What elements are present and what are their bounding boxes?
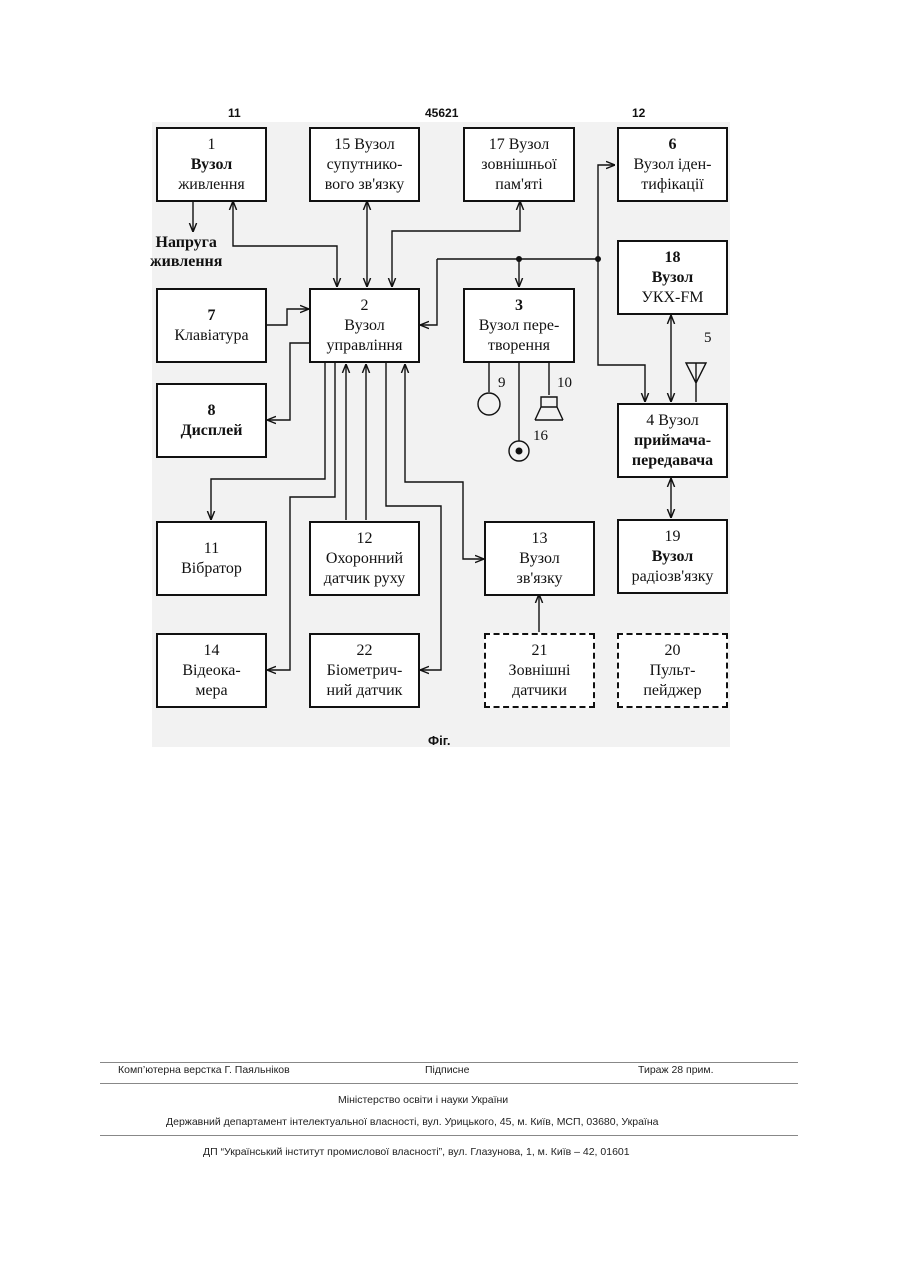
footer-rule	[100, 1062, 798, 1063]
block-remote-pager: 20Пульт-пейджер	[617, 633, 728, 708]
block-display: 8Дисплей	[156, 383, 267, 458]
block-radio-link: 19Вузолрадіозв'язку	[617, 519, 728, 594]
bus-to-6	[598, 165, 615, 259]
footer-rule	[100, 1083, 798, 1084]
department-line: Державний департамент інтелектуальної вл…	[166, 1116, 658, 1128]
microphone-center	[516, 448, 523, 455]
block-video-camera: 14Відеока-мера	[156, 633, 267, 708]
link-1-2	[233, 201, 337, 287]
block-communication: 13Вузолзв'язку	[484, 521, 595, 596]
earphone-label: 9	[498, 375, 506, 392]
ministry-line: Міністерство освіти і науки України	[338, 1094, 508, 1106]
block-satellite-link: 15 Вузолсупутнико-вого зв'язку	[309, 127, 420, 202]
antenna-label: 5	[704, 330, 712, 347]
block-converter: 3Вузол пере-творення	[463, 288, 575, 363]
bus-junction-dot	[595, 256, 601, 262]
connection-lines	[0, 0, 900, 800]
link-2-8	[267, 343, 309, 420]
link-7-2	[267, 309, 309, 325]
block-external-memory: 17 Вузолзовнішньоїпам'яті	[463, 127, 575, 202]
bus-junction-dot	[516, 256, 522, 262]
block-control-unit: 2Вузолуправління	[309, 288, 420, 363]
earphone-icon	[478, 393, 500, 415]
block-vibrator: 11Вібратор	[156, 521, 267, 596]
block-keyboard: 7Клавіатура	[156, 288, 267, 363]
speaker-icon	[535, 397, 563, 420]
link-2-22	[386, 362, 441, 670]
link-17-2	[392, 201, 520, 287]
block-motion-sensor: 12Охороннийдатчик руху	[309, 521, 420, 596]
figure-caption: Фіг.	[428, 733, 450, 748]
layout-credit: Комп’ютерна верстка Г. Паяльніков	[118, 1064, 290, 1076]
supply-voltage-label: Напругаживлення	[150, 233, 222, 271]
signed-label: Підписне	[425, 1064, 469, 1076]
institute-line: ДП “Український інститут промислової вла…	[203, 1146, 630, 1158]
bus-to-2	[420, 259, 437, 325]
block-external-sensors: 21Зовнішнідатчики	[484, 633, 595, 708]
block-transceiver: 4 Вузолприймача-передавача	[617, 403, 728, 478]
block-vhf-fm: 18ВузолУКХ-FM	[617, 240, 728, 315]
block-identification: 6Вузол іден-тифікації	[617, 127, 728, 202]
block-biometric-sensor: 22Біометрич-ний датчик	[309, 633, 420, 708]
speaker-label: 10	[557, 375, 572, 392]
print-run: Тираж 28 прим.	[638, 1064, 714, 1076]
antenna-icon	[686, 363, 706, 402]
block-power-supply: 1Вузолживлення	[156, 127, 267, 202]
microphone-label: 16	[533, 428, 548, 445]
footer-rule	[100, 1135, 798, 1136]
